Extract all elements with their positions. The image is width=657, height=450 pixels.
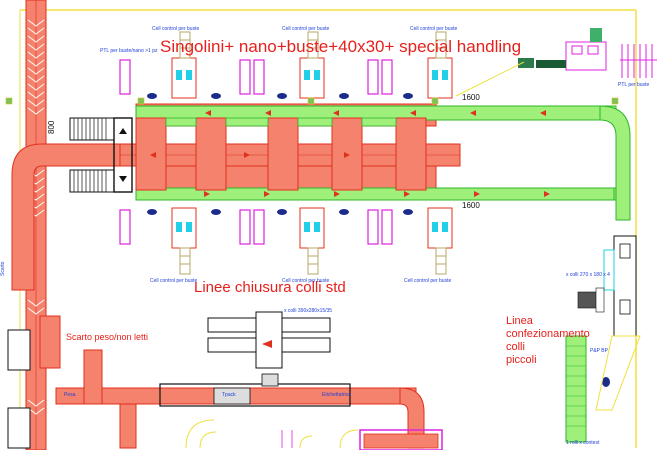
green-lane-lower xyxy=(135,187,617,201)
dim-800: 800 xyxy=(47,120,56,134)
red-vertical-scarto xyxy=(83,349,103,405)
dark-band-bottom xyxy=(159,383,351,407)
left-stub-units xyxy=(69,117,133,193)
cell-stations-top xyxy=(171,31,453,99)
label-scarto-side: Scarto xyxy=(0,261,6,276)
dim-1600-top: 1600 xyxy=(462,93,480,102)
top-right-equipment xyxy=(565,41,657,78)
label-tpack: Tpack xyxy=(222,392,236,398)
label-xcolli-right: x colli 270 x 180 x 4 xyxy=(566,272,610,278)
title-main: Singolini+ nano+buste+40x30+ special han… xyxy=(160,37,521,56)
right-side-machine xyxy=(577,287,605,313)
flow-arrows xyxy=(150,110,550,197)
green-curve-right xyxy=(599,105,631,221)
transfer-units xyxy=(135,117,427,191)
red-curve-bottom-left xyxy=(119,403,137,449)
ptl-stations-bottom xyxy=(119,209,393,245)
marker-squares xyxy=(5,97,619,105)
yellow-arcs xyxy=(185,419,359,449)
left-bottom-red xyxy=(39,315,61,369)
left-bottom-black xyxy=(7,329,31,449)
label-ptl-left: PTL per buste/nano >1 pz xyxy=(100,48,158,54)
label-scarto: Scarto peso/non letti xyxy=(66,332,148,342)
label-ptl-right: PTL per buste xyxy=(618,82,649,88)
label-cell-bottom-2: Cell control per buste xyxy=(282,278,329,284)
label-xcolli-mid: x colli 390x280x15/35 xyxy=(284,308,332,314)
label-cell-top-1: Cell control per buste xyxy=(152,26,199,32)
label-cell-bottom-3: Cell control per buste xyxy=(404,278,451,284)
middle-closing-unit xyxy=(207,311,331,369)
label-linea-2: confezionamento xyxy=(506,328,590,340)
label-pp: P&P BP xyxy=(590,348,609,354)
black-out-block xyxy=(359,429,443,450)
label-cell-bottom-1: Cell control per buste xyxy=(150,278,197,284)
label-linea-1: Linea xyxy=(506,315,534,327)
diagonal-chute xyxy=(595,335,641,411)
label-linea-3: colli xyxy=(506,341,525,353)
label-linea-4: piccoli xyxy=(506,354,537,366)
green-roller-column xyxy=(565,335,587,443)
label-linea: Linea confezionamento colli piccoli xyxy=(506,315,593,366)
label-pesa: Pesa xyxy=(64,392,76,398)
label-etichettatrice: Etichettatrice xyxy=(322,392,351,398)
ptl-stations-top xyxy=(119,59,393,95)
title-lines: Linee chiusura colli std xyxy=(194,279,346,296)
dim-1600-bottom: 1600 xyxy=(462,201,480,210)
diagonal-dim xyxy=(455,61,525,97)
operator-icons xyxy=(147,93,610,387)
bottom-gray-blocks xyxy=(213,373,279,405)
chevrons-down xyxy=(27,19,45,415)
right-cyan-panel xyxy=(603,249,615,291)
red-arrow-center xyxy=(262,340,272,348)
label-rolls: 1 rolli x contest xyxy=(566,440,600,446)
cell-stations-bottom xyxy=(171,207,453,275)
label-cell-top-2: Cell control per buste xyxy=(282,26,329,32)
top-right-machine xyxy=(518,28,602,68)
right-gray-conveyor xyxy=(613,235,637,337)
label-cell-top-3: Cell control per buste xyxy=(410,26,457,32)
transfer-units-green xyxy=(165,117,397,127)
